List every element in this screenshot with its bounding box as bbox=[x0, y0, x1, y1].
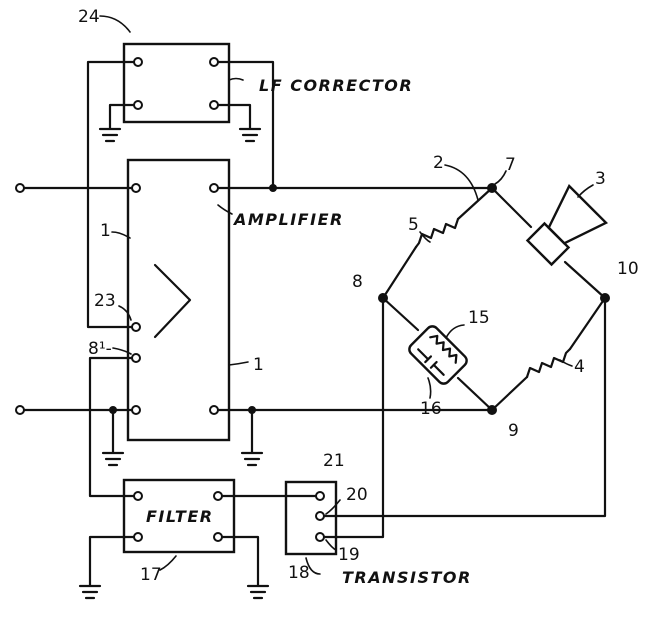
leader-15 bbox=[445, 324, 465, 339]
node-7 bbox=[487, 183, 497, 193]
transistor-terminal-21 bbox=[315, 491, 325, 501]
bridge-wire-7-5 bbox=[456, 186, 494, 221]
transistor-label: TRANSISTOR bbox=[342, 568, 472, 587]
amplifier-symbol bbox=[153, 263, 192, 339]
leader-lf-corrector bbox=[228, 77, 244, 81]
ref-8: 8 bbox=[352, 272, 363, 292]
filter-input-wire bbox=[88, 356, 140, 498]
ref-18: 18 bbox=[288, 563, 310, 583]
ref-16: 16 bbox=[420, 399, 442, 419]
filter-box bbox=[122, 478, 236, 554]
bridge-wire-5-8 bbox=[381, 245, 418, 300]
corrector-output-wire bbox=[216, 60, 275, 190]
leader-23 bbox=[118, 305, 132, 321]
leader-17 bbox=[159, 555, 177, 571]
ref-2: 2 bbox=[433, 153, 444, 173]
input-terminal-top bbox=[15, 183, 25, 193]
filter-terminal-in-top bbox=[133, 491, 143, 501]
ref-7: 7 bbox=[505, 155, 516, 175]
leader-5 bbox=[419, 231, 431, 243]
bridge-wire-4-10 bbox=[568, 296, 607, 351]
lf-corrector-terminal-out-bottom bbox=[209, 100, 219, 110]
amplifier-terminal-8prime bbox=[131, 353, 141, 363]
ref-3: 3 bbox=[595, 169, 606, 189]
bridge-wire-3-10 bbox=[563, 260, 607, 300]
lf-corrector-terminal-out-top bbox=[209, 57, 219, 67]
leader-7 bbox=[494, 170, 507, 185]
lf-corrector-terminal-in-bottom bbox=[133, 100, 143, 110]
amplifier-ground-in-terminal bbox=[131, 405, 141, 415]
ref-8prime: 8¹- bbox=[88, 339, 112, 359]
leader-3 bbox=[577, 184, 594, 198]
ref-21: 21 bbox=[323, 451, 345, 471]
ref-23: 23 bbox=[94, 291, 116, 311]
filter-ground-wire-right bbox=[220, 535, 260, 587]
ref-24: 24 bbox=[78, 7, 100, 27]
resistor-4 bbox=[525, 347, 572, 379]
amplifier-ground-out-terminal bbox=[209, 405, 219, 415]
bridge-wire-9-4 bbox=[490, 375, 529, 412]
transistor-box bbox=[284, 480, 338, 556]
leader-18-transistor bbox=[305, 557, 321, 575]
transistor-terminal-19 bbox=[315, 532, 325, 542]
filter-ground-wire-left bbox=[88, 535, 136, 587]
leader-1-top bbox=[111, 231, 131, 239]
bridge-wire-7-3 bbox=[490, 186, 533, 229]
amplifier-box bbox=[126, 158, 231, 442]
lf-corrector-label: LF CORRECTOR bbox=[259, 76, 413, 95]
ref-1-side: 1 bbox=[253, 355, 264, 375]
ref-4: 4 bbox=[574, 357, 585, 377]
ref-19: 19 bbox=[338, 545, 360, 565]
ref-10: 10 bbox=[617, 259, 639, 279]
lf-corrector-box bbox=[122, 42, 231, 124]
ground-symbol bbox=[238, 127, 262, 143]
leader-16 bbox=[427, 377, 432, 399]
coil-capacitor-15-16 bbox=[408, 325, 468, 385]
leader-amplifier bbox=[217, 204, 233, 215]
amplifier-input-terminal bbox=[131, 183, 141, 193]
transistor-terminal-20 bbox=[315, 511, 325, 521]
corrector-ground-wire-right bbox=[216, 103, 252, 130]
input-terminal-bottom bbox=[15, 405, 25, 415]
ref-1-top: 1 bbox=[100, 221, 111, 241]
output-junction bbox=[269, 184, 277, 192]
ground-symbol bbox=[98, 127, 122, 143]
speaker-3 bbox=[525, 183, 609, 267]
bridge-wire-8-15 bbox=[381, 296, 420, 332]
ground-symbol bbox=[246, 584, 270, 600]
ref-17: 17 bbox=[140, 565, 162, 585]
lf-corrector-terminal-in-top bbox=[133, 57, 143, 67]
ground-symbol bbox=[78, 584, 102, 600]
amplifier-terminal-23 bbox=[131, 322, 141, 332]
ref-15: 15 bbox=[468, 308, 490, 328]
filter-label: FILTER bbox=[146, 507, 214, 526]
amplifier-label: AMPLIFIER bbox=[232, 210, 344, 229]
transistor-to-node-10-wire bbox=[322, 296, 607, 518]
leader-19 bbox=[325, 539, 337, 551]
leader-4 bbox=[559, 359, 573, 367]
filter-terminal-out-top bbox=[213, 491, 223, 501]
corrector-ground-wire-left bbox=[108, 103, 136, 130]
filter-terminal-out-bottom bbox=[213, 532, 223, 542]
ground-symbol bbox=[240, 451, 264, 467]
leader-8prime bbox=[112, 347, 132, 355]
ground-symbol bbox=[101, 451, 125, 467]
ref-5: 5 bbox=[408, 215, 419, 235]
filter-terminal-in-bottom bbox=[133, 532, 143, 542]
amplifier-output-terminal bbox=[209, 183, 219, 193]
resistor-5 bbox=[414, 217, 460, 249]
leader-24 bbox=[99, 15, 131, 33]
ref-20: 20 bbox=[346, 485, 368, 505]
leader-20 bbox=[325, 499, 341, 515]
bridge-wire-16-9 bbox=[456, 376, 494, 412]
leader-2 bbox=[444, 164, 479, 201]
transistor-to-node-8-wire bbox=[322, 296, 385, 539]
ref-9: 9 bbox=[508, 421, 519, 441]
node-9 bbox=[487, 405, 497, 415]
corrector-feedback-wire bbox=[86, 60, 136, 329]
leader-1-side bbox=[228, 361, 249, 366]
